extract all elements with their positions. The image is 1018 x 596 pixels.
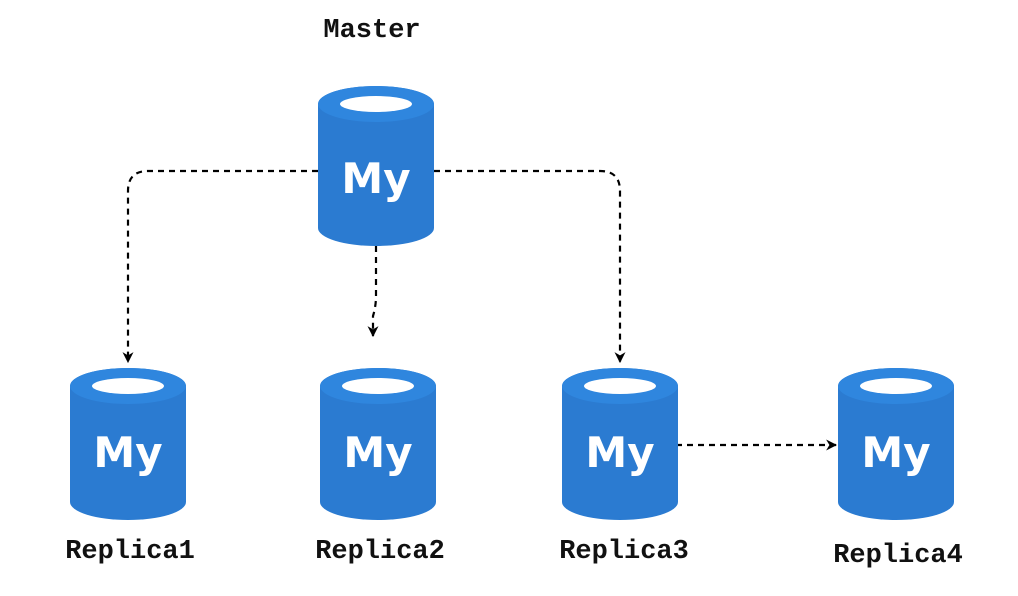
database-cylinder-hole — [584, 378, 656, 394]
node-replica1: My Replica1 — [65, 368, 195, 567]
database-cylinder-body — [838, 368, 954, 520]
edge-master-to-replica1 — [122, 169, 318, 364]
node-replica4: My Replica4 — [833, 368, 963, 571]
edge-master-to-replica3 — [434, 169, 626, 364]
node-replica3: My Replica3 — [559, 368, 689, 567]
node-master: Master My — [318, 16, 434, 246]
mysql-logo-text: My — [93, 428, 162, 477]
database-cylinder-body — [562, 368, 678, 520]
mysql-database-icon: My — [70, 368, 186, 520]
mysql-logo-text: My — [341, 154, 410, 203]
replica4-label: Replica4 — [833, 541, 963, 571]
edges — [122, 169, 838, 451]
replica2-label: Replica2 — [315, 537, 445, 567]
mysql-logo-text: My — [585, 428, 654, 477]
mysql-logo-text: My — [861, 428, 930, 477]
mysql-database-icon: My — [838, 368, 954, 520]
replica1-label: Replica1 — [65, 537, 195, 567]
database-cylinder-hole — [340, 96, 412, 112]
database-cylinder-body — [320, 368, 436, 520]
database-cylinder-hole — [860, 378, 932, 394]
database-cylinder-body — [70, 368, 186, 520]
node-replica2: My Replica2 — [315, 368, 445, 567]
mysql-database-icon: My — [562, 368, 678, 520]
database-cylinder-hole — [92, 378, 164, 394]
edge-master-to-replica2 — [367, 246, 379, 338]
mysql-logo-text: My — [343, 428, 412, 477]
master-label: Master — [323, 16, 420, 46]
replica3-label: Replica3 — [559, 537, 689, 567]
mysql-database-icon: My — [318, 86, 434, 246]
database-cylinder-body — [318, 86, 434, 246]
mysql-database-icon: My — [320, 368, 436, 520]
database-cylinder-hole — [342, 378, 414, 394]
